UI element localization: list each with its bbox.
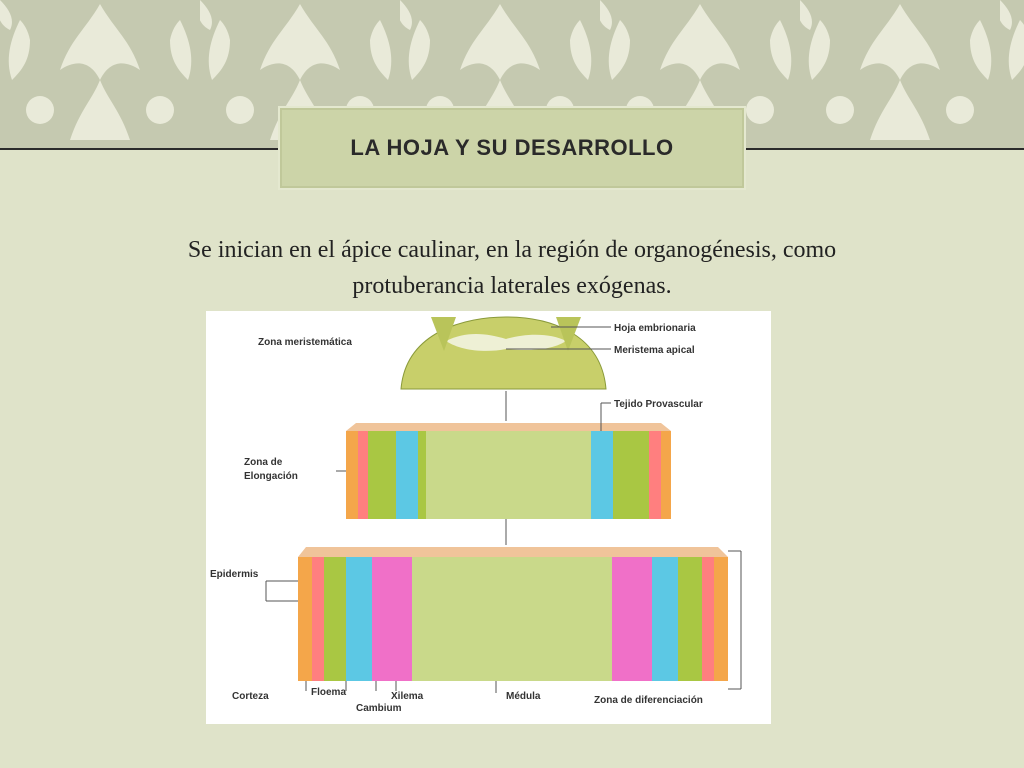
diagram-svg: Zona meristemática Hoja embrionaria Meri… (210, 316, 742, 714)
body-line-2: protuberancia laterales exógenas. (352, 273, 672, 299)
label-cambium: Cambium (356, 703, 402, 714)
label-tejido-provascular: Tejido Provascular (614, 399, 703, 410)
meristem-apical-region (446, 334, 566, 351)
slide-title: LA HOJA Y SU DESARROLLO (350, 135, 674, 160)
embryonic-leaf-left (431, 317, 456, 351)
differentiation-block (298, 547, 728, 681)
embryonic-leaf-right (556, 317, 581, 351)
elongation-block (346, 423, 671, 519)
leader-lines (265, 326, 742, 693)
label-xilema: Xilema (391, 691, 424, 702)
label-meristema-apical: Meristema apical (614, 345, 695, 356)
label-zona-diferenciacion: Zona de diferenciación (594, 695, 703, 706)
label-corteza: Corteza (232, 691, 269, 702)
label-zona-de: Zona de (244, 457, 283, 468)
slide-body-text: Se inician en el ápice caulinar, en la r… (90, 232, 934, 304)
apical-dome (400, 316, 607, 390)
label-epidermis: Epidermis (210, 569, 259, 580)
damask-pattern-band (0, 0, 1024, 148)
stem-apex-diagram: Zona meristemática Hoja embrionaria Meri… (206, 311, 771, 724)
label-hoja-embrionaria: Hoja embrionaria (614, 323, 696, 334)
title-box: LA HOJA Y SU DESARROLLO (278, 106, 746, 190)
label-elongacion: Elongación (244, 471, 298, 482)
label-floema: Floema (311, 687, 346, 698)
label-zona-meristematica: Zona meristemática (258, 337, 352, 348)
label-medula: Médula (506, 691, 541, 702)
body-line-1: Se inician en el ápice caulinar, en la r… (187, 237, 837, 263)
